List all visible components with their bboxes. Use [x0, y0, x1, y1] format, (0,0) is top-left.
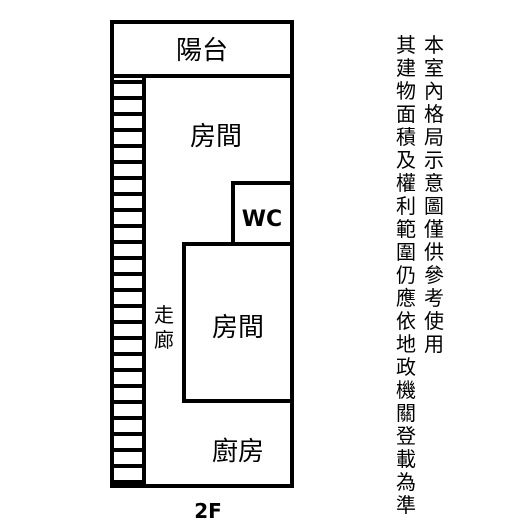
floor-title: 2F: [194, 499, 222, 523]
corridor-label-line1: 走: [154, 303, 174, 327]
bedroom-lower-wall: [182, 242, 292, 403]
balcony-label: 陽台: [176, 36, 228, 66]
bedroom-upper-label: 房間: [190, 122, 242, 152]
disclaimer-line2: 其建物面積及權利範圍仍應依地政機關登載為準: [396, 33, 416, 517]
wc-wall: [231, 181, 292, 244]
kitchen-label: 廚房: [212, 437, 264, 467]
bedroom-lower-label: 房間: [212, 313, 264, 343]
wc-label: WC: [242, 207, 282, 232]
corridor-label-line2: 廊: [154, 328, 174, 352]
outer-wall: [110, 20, 294, 488]
disclaimer-line1: 本室內格局示意圖僅供參考使用: [424, 33, 444, 356]
stair-treads: [112, 80, 144, 484]
